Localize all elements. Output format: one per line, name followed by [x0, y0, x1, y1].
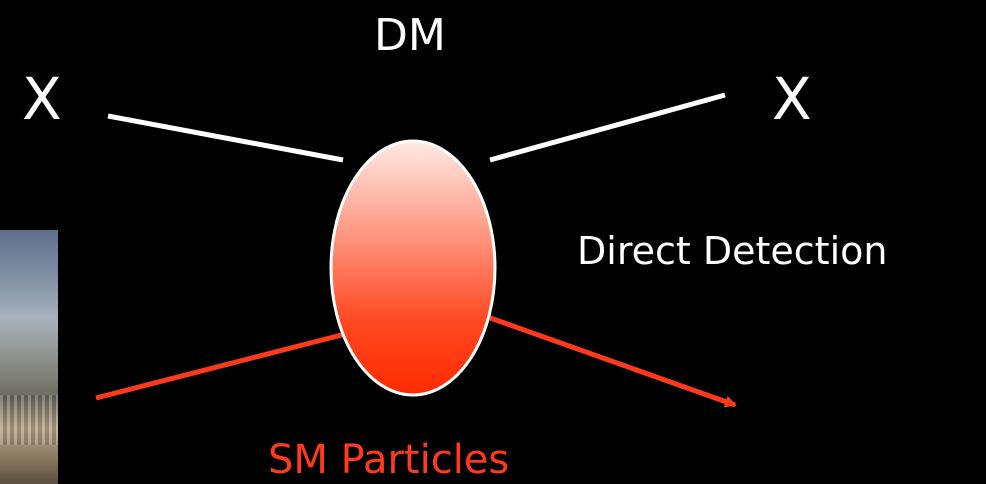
direct-detection-label: Direct Detection	[577, 229, 888, 273]
interaction-blob	[329, 139, 497, 397]
sm-line-outgoing	[481, 312, 737, 408]
sm-particles-label: SM Particles	[268, 437, 510, 483]
dm-line-right	[489, 92, 726, 163]
sm-line-incoming	[95, 327, 359, 401]
x-particle-right-label: X	[772, 65, 812, 133]
landscape-photo-fragment	[0, 230, 58, 484]
dm-line-left	[107, 113, 344, 163]
x-particle-left-label: X	[22, 65, 62, 133]
dm-label: DM	[374, 10, 446, 61]
